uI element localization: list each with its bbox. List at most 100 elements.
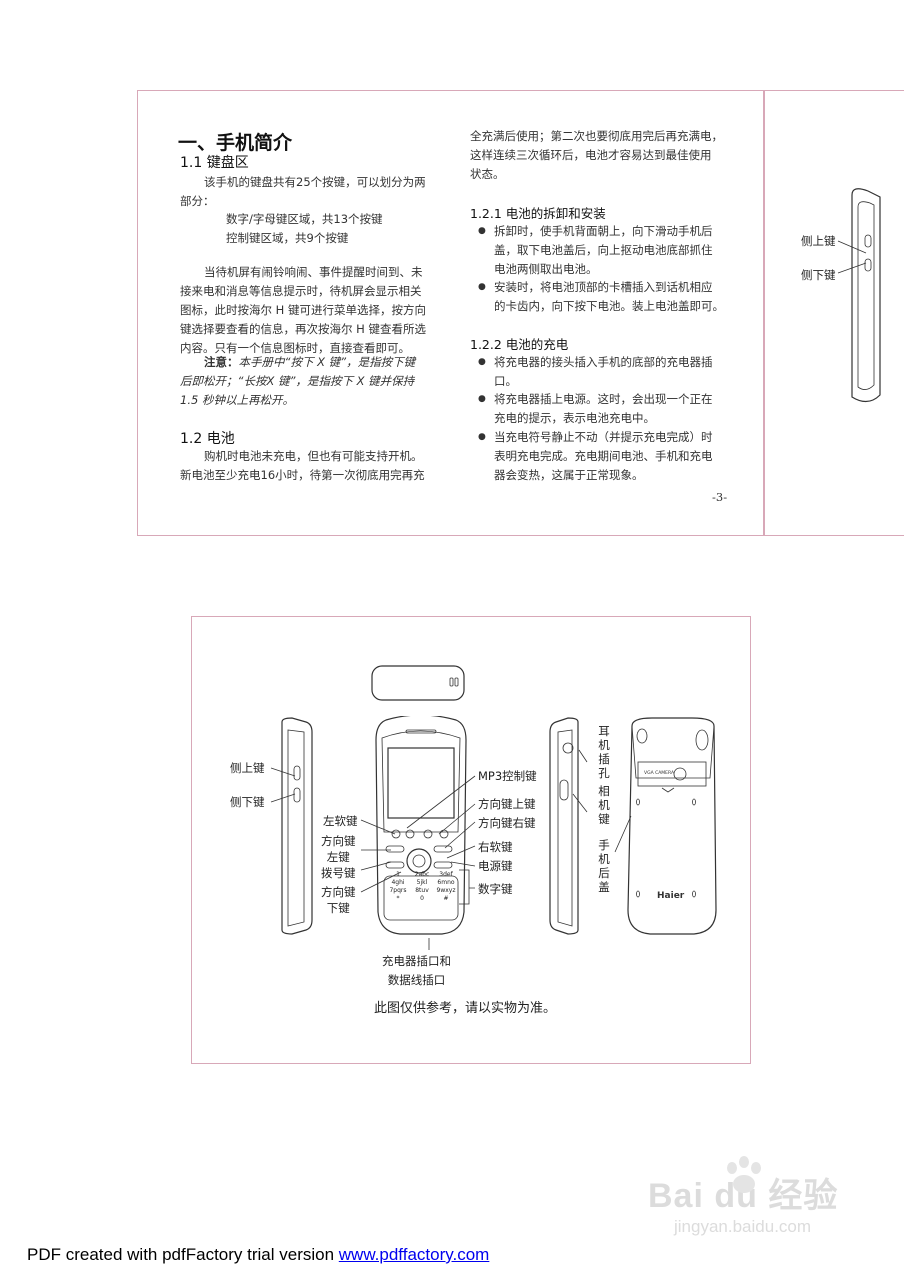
- bullet-item: 安装时，将电池顶部的卡槽插入到话机相应 的卡齿内，向下按下电池。装上电池盖即可。: [478, 278, 762, 316]
- dial-key-label: 拨号键: [321, 866, 356, 880]
- chapter-title: 一、手机简介: [178, 132, 293, 154]
- next-page-frame: [763, 90, 904, 536]
- side-down-key-label: 侧下键: [801, 268, 836, 282]
- keypad-key: 2abc: [414, 871, 430, 878]
- side-down-key-label: 侧下键: [230, 795, 265, 809]
- keypad-key: 7pqrs: [389, 887, 407, 894]
- pdffactory-link[interactable]: www.pdffactory.com: [338, 1245, 490, 1264]
- text-line: 将充电器插上电源。这时，会出现一个正在: [494, 392, 713, 406]
- bullet-item: 将充电器插上电源。这时，会出现一个正在 充电的提示，表示电池充电中。: [478, 390, 762, 428]
- phone-left-side-drawing: [281, 717, 313, 935]
- section-title-keypad: 1.1 键盘区: [180, 155, 249, 171]
- section-title-battery: 1.2 电池: [180, 431, 235, 447]
- text-line: 状态。: [470, 167, 505, 181]
- keypad-paragraph: 该手机的键盘共有25个按键，可以划分为两 部分：: [180, 173, 450, 211]
- footer-text: PDF created with pdfFactory trial versio…: [27, 1245, 339, 1264]
- standby-paragraph: 当待机屏有闹铃响闹、事件提醒时间到、未 接来电和消息等信息提示时，待机屏会显示相…: [180, 263, 452, 358]
- keypad-key: 0: [420, 895, 424, 902]
- side-key-leader-lines: [837, 240, 867, 274]
- keypad-key: 5jkl: [416, 879, 428, 886]
- keypad-key: 8tuv: [415, 887, 429, 894]
- text-line: 图标，此时按海尔 H 键可进行菜单选择，按方向: [180, 303, 426, 317]
- phone-front-view-drawing: [375, 716, 467, 935]
- section-title-battery-charge: 1.2.2 电池的充电: [470, 337, 569, 352]
- text-line: 数据线插口: [387, 973, 446, 987]
- diagram-frame: [191, 616, 751, 1064]
- text-line: 购机时电池未充电，但也有可能支持开机。: [204, 449, 423, 463]
- text-line: 全充满后使用；第二次也要彻底用完后再充满电，: [470, 129, 723, 143]
- paw-icon: [727, 1156, 761, 1193]
- note-label: 注意：: [204, 355, 239, 369]
- side-up-key-label: 侧上键: [230, 761, 265, 775]
- right-soft-key-label: 右软键: [478, 840, 513, 854]
- text-line: 该手机的键盘共有25个按键，可以划分为两: [204, 175, 426, 189]
- keypad-grid: 1 2abc 3def 4ghi 5jkl 6mno 7pqrs 8tuv 9w…: [387, 871, 457, 902]
- bullet-item: 将充电器的接头插入手机的底部的充电器插 口。: [478, 353, 762, 391]
- battery-paragraph: 购机时电池未充电，但也有可能支持开机。 新电池至少充电16小时，待第一次彻底用完…: [180, 447, 452, 485]
- text-line: 内容。只有一个信息图标时，直接查看即可。: [180, 341, 410, 355]
- side-up-key-label: 侧上键: [801, 234, 836, 248]
- phone-top-view-drawing: [371, 665, 465, 701]
- pdf-footer: PDF created with pdfFactory trial versio…: [27, 1245, 489, 1265]
- text-line: 本手册中“按下 X 键”，是指按下键: [238, 355, 416, 369]
- number-keys-label: 数字键: [478, 882, 513, 896]
- text-line: 电池两侧取出电池。: [494, 262, 598, 276]
- text-line: 拆卸时，使手机背面朝上，向下滑动手机后: [494, 224, 713, 238]
- mp3-key-label: MP3控制键: [478, 769, 537, 783]
- text-line: 方向键: [321, 834, 356, 848]
- keypad-area-item: 控制键区域，共9个按键: [226, 231, 349, 245]
- phone-back-view-drawing: [627, 717, 717, 935]
- brand-logo: Haier: [657, 891, 685, 901]
- text-line: 当待机屏有闹铃响闹、事件提醒时间到、未: [204, 265, 423, 279]
- text-line: 接来电和消息等信息提示时，待机屏会显示相关: [180, 284, 422, 298]
- dir-up-key-label: 方向键上键: [478, 797, 536, 811]
- text-line: 器会变热，这属于正常现象。: [494, 468, 644, 482]
- text-line: 充电的提示，表示电池充电中。: [494, 411, 655, 425]
- note-paragraph: 注意：本手册中“按下 X 键”，是指按下键 后即松开；“长按X 键”，是指按下 …: [180, 353, 452, 410]
- text-line: 将充电器的接头插入手机的底部的充电器插: [494, 355, 713, 369]
- text-line: 后即松开；“长按X 键”，是指按下 X 键并保持: [180, 374, 415, 388]
- text-line: 当充电符号静止不动（并提示充电完成）时: [494, 430, 713, 444]
- side-phone-partial-drawing: [851, 188, 881, 403]
- bullet-item: 当充电符号静止不动（并提示充电完成）时 表明充电完成。充电期间电池、手机和充电 …: [478, 428, 762, 485]
- text-line: 键选择要查看的信息，再次按海尔 H 键查看所选: [180, 322, 426, 336]
- page-number: -3-: [712, 490, 728, 504]
- diagram-leader-lines: [270, 749, 632, 950]
- text-line: 表明充电完成。充电期间电池、手机和充电: [494, 449, 713, 463]
- keypad-key: 6mno: [437, 879, 455, 886]
- text-line: 的卡齿内，向下按下电池。装上电池盖即可。: [494, 299, 724, 313]
- camera-label: VGA CAMERA: [644, 771, 675, 776]
- section-title-battery-install: 1.2.1 电池的拆卸和安装: [470, 206, 606, 221]
- charger-port-label: 充电器插口和 数据线插口: [382, 952, 451, 990]
- dir-left-key-label: 方向键 左键: [321, 833, 356, 865]
- keypad-key: 9wxyz: [436, 887, 456, 894]
- text-line: 这样连续三次循环后，电池才容易达到最佳使用: [470, 148, 712, 162]
- text-line: 下键: [326, 901, 350, 915]
- keypad-areas: 数字/字母键区域，共13个按键 控制键区域，共9个按键: [226, 210, 383, 248]
- keypad-key: *: [396, 895, 400, 902]
- earphone-jack-label: 耳机插孔: [598, 724, 610, 780]
- text-line: 方向键: [321, 885, 356, 899]
- dir-right-key-label: 方向键右键: [478, 816, 536, 830]
- text-line: 左键: [326, 850, 350, 864]
- text-line: 充电器插口和: [382, 954, 451, 968]
- phone-right-side-drawing: [549, 717, 579, 935]
- camera-key-label: 相机键: [598, 784, 610, 826]
- keypad-key: 4ghi: [391, 879, 405, 886]
- keypad-key: 1: [396, 871, 400, 878]
- battery-paragraph-cont: 全充满后使用；第二次也要彻底用完后再充满电， 这样连续三次循环后，电池才容易达到…: [470, 127, 750, 184]
- keypad-key: #: [443, 895, 449, 902]
- text-line: 安装时，将电池顶部的卡槽插入到话机相应: [494, 280, 713, 294]
- text-line: 部分：: [180, 194, 215, 208]
- disclaimer-text: 此图仅供参考，请以实物为准。: [374, 1001, 557, 1016]
- text-line: 1.5 秒钟以上再松开。: [180, 393, 294, 407]
- bullet-item: 拆卸时，使手机背面朝上，向下滑动手机后 盖，取下电池盖后，向上抠动电池底部抓住 …: [478, 222, 762, 279]
- text-line: 口。: [494, 374, 517, 388]
- baidu-watermark: Bai du 经验 jingyan.baidu.com: [648, 1156, 838, 1237]
- power-key-label: 电源键: [478, 859, 513, 873]
- text-line: 盖，取下电池盖后，向上抠动电池底部抓住: [494, 243, 713, 257]
- keypad-key: 3def: [439, 871, 453, 878]
- keypad-area-item: 数字/字母键区域，共13个按键: [226, 212, 383, 226]
- back-cover-label: 手机后盖: [598, 838, 610, 894]
- manual-page-frame: [137, 90, 765, 536]
